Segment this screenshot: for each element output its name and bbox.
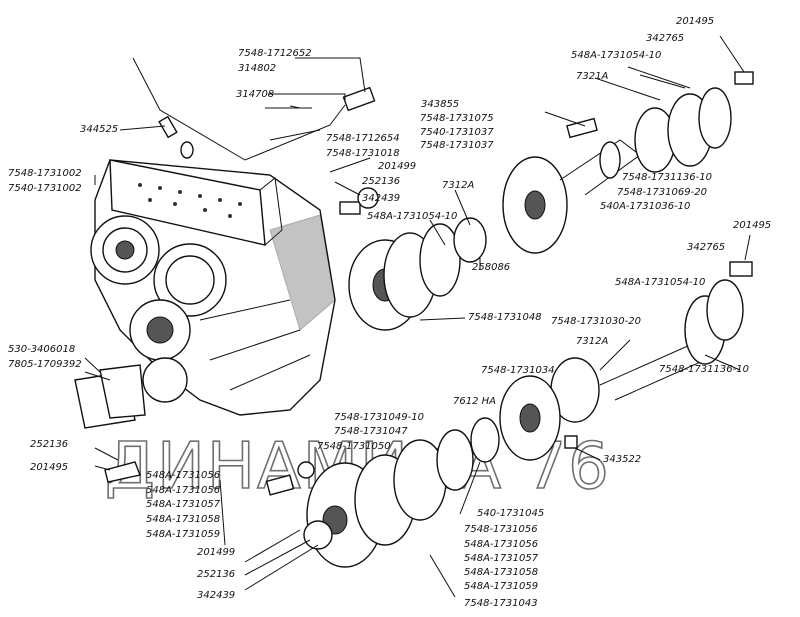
part-label: 343522 bbox=[603, 454, 641, 465]
part-label: 7548-1731043 bbox=[464, 598, 538, 609]
part-label: 548А-1731056 bbox=[146, 485, 220, 496]
part-label: 548А-1731057 bbox=[464, 553, 539, 564]
part-label: 530-3406018 bbox=[8, 344, 75, 355]
part-label: 7612 НА bbox=[453, 396, 496, 407]
part-label: 342439 bbox=[362, 193, 400, 204]
part-label: 540А-1731036-10 bbox=[600, 201, 690, 212]
part-label: 7548-1731049-10 bbox=[334, 412, 424, 423]
part-label: 7548-1731050 bbox=[317, 441, 391, 452]
part-label: 7548-1731002 bbox=[8, 168, 82, 179]
part-label: 342765 bbox=[687, 242, 725, 253]
part-label: 7548-1731030-20 bbox=[551, 316, 641, 327]
part-label: 343855 bbox=[421, 99, 459, 110]
part-label: 540-1731045 bbox=[477, 508, 544, 519]
part-label: 7548-1731136-10 bbox=[659, 364, 749, 375]
oil-pipe bbox=[132, 57, 376, 161]
part-label: 201495 bbox=[733, 220, 771, 231]
lower-shaft-assembly bbox=[265, 417, 500, 568]
part-label: 7548-1731069-20 bbox=[617, 187, 707, 198]
part-label: 548А-1731059 bbox=[146, 529, 220, 540]
part-label: 7548-1731047 bbox=[334, 426, 408, 437]
part-label: 7805-1709392 bbox=[8, 359, 82, 370]
part-label: 7548-1731056 bbox=[464, 524, 538, 535]
part-label: 7312А bbox=[442, 180, 474, 191]
part-label: 342765 bbox=[646, 33, 684, 44]
part-label: 7548-1731075 bbox=[420, 113, 494, 124]
gearbox-housing bbox=[90, 159, 336, 416]
side-cover bbox=[74, 364, 146, 483]
part-label: 201499 bbox=[197, 547, 235, 558]
part-label: 548А-1731056 bbox=[464, 539, 538, 550]
part-label: 7548-1712654 bbox=[326, 133, 400, 144]
part-label: 548А-1731056 bbox=[146, 470, 220, 481]
part-label: 252136 bbox=[30, 439, 68, 450]
part-label: 342439 bbox=[197, 590, 235, 601]
part-label: 258086 bbox=[472, 262, 510, 273]
part-label: 201495 bbox=[676, 16, 714, 27]
part-label: 7321А bbox=[576, 71, 608, 82]
part-label: 314802 bbox=[238, 63, 276, 74]
part-label: 7548-1731048 bbox=[468, 312, 542, 323]
part-label: 344525 bbox=[80, 124, 118, 135]
part-label: 252136 bbox=[197, 569, 235, 580]
part-label: 314708 bbox=[236, 89, 274, 100]
part-label: 201499 bbox=[378, 161, 416, 172]
part-label: 7548-1712652 bbox=[238, 48, 312, 59]
middle-shaft-assembly bbox=[499, 261, 753, 461]
part-label: 548А-1731059 bbox=[464, 581, 538, 592]
part-label: 7312А bbox=[576, 336, 608, 347]
upper-shaft-assembly bbox=[339, 71, 754, 331]
part-label: 548А-1731054-10 bbox=[615, 277, 705, 288]
part-label: 7540-1731002 bbox=[8, 183, 82, 194]
part-label: 7548-1731034 bbox=[481, 365, 555, 376]
part-label: 548А-1731054-10 bbox=[571, 50, 661, 61]
part-label: 548А-1731054-10 bbox=[367, 211, 457, 222]
part-label: 252136 bbox=[362, 176, 400, 187]
part-label: 7548-1731136-10 bbox=[622, 172, 712, 183]
part-number-labels: 201495 342765 548А-1731054-10 7321А 7548… bbox=[8, 16, 771, 609]
part-label: 7540-1731037 bbox=[420, 127, 494, 138]
part-label: 548А-1731057 bbox=[146, 499, 221, 510]
part-label: 7548-1731018 bbox=[326, 148, 400, 159]
part-label: 201495 bbox=[30, 462, 68, 473]
part-label: 548А-1731058 bbox=[464, 567, 538, 578]
leader-lines bbox=[84, 35, 751, 598]
part-label: 548А-1731058 bbox=[146, 514, 220, 525]
part-label: 7548-1731037 bbox=[420, 140, 494, 151]
